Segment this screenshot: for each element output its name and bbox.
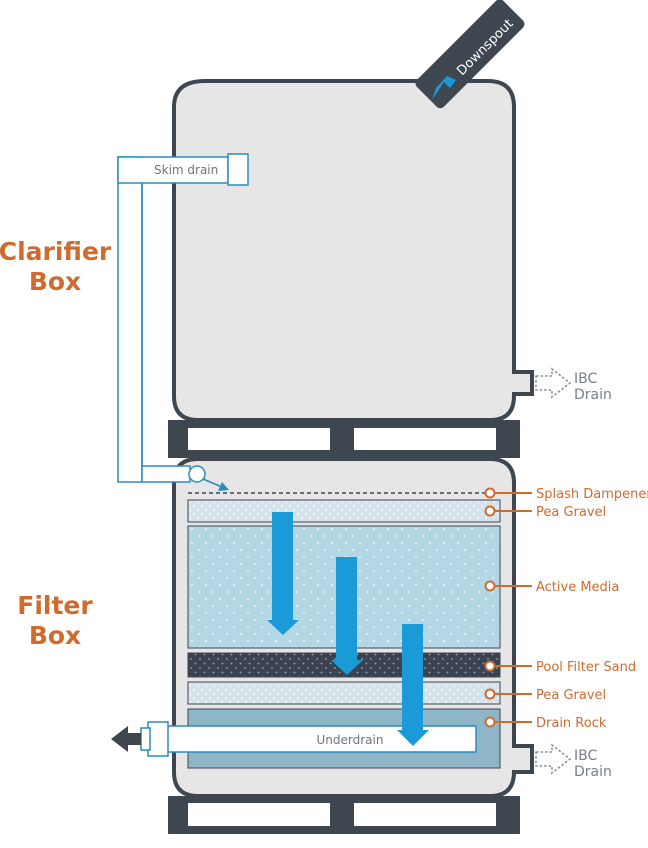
flow-arrows: [267, 512, 429, 746]
flow-arrow-icon: [331, 557, 363, 675]
skim-drain-pipe: Skim drain: [117, 153, 249, 491]
layer-label: Drain Rock: [536, 716, 607, 731]
ibc-drain-bottom: IBC Drain: [535, 743, 612, 780]
clarifier-box-title-line1: Clarifier: [0, 237, 112, 266]
ibc-drain-top-label-1: IBC: [574, 371, 597, 387]
callout-pea-gravel-top: Pea Gravel: [484, 505, 606, 520]
filter-box-title-line2: Box: [29, 621, 81, 650]
layer-label: Splash Dampener: [536, 487, 648, 502]
ibc-drain-top: IBC Drain: [535, 367, 612, 403]
skim-outflow-arrow-icon: [218, 482, 229, 491]
pea-gravel-layer-bottom: [187, 681, 501, 705]
flow-arrow-icon: [267, 512, 299, 635]
pallet-bottom: [168, 796, 520, 834]
layer-label: Pea Gravel: [536, 505, 606, 520]
downspout-flow-icon: [432, 76, 456, 100]
pea-gravel-layer-top: [187, 499, 501, 523]
underdrain-label: Underdrain: [317, 733, 384, 747]
underdrain-outlet-arrow-icon: [111, 726, 141, 752]
filter-box-title-line1: Filter: [17, 591, 93, 620]
layer-label: Active Media: [536, 580, 619, 595]
callout-splash-dampener: Splash Dampener: [484, 487, 648, 502]
flow-arrow-icon: [397, 624, 429, 746]
pallet-top: [168, 420, 520, 458]
callout-drain-rock: Drain Rock: [484, 716, 607, 731]
ibc-drain-bottom-label-2: Drain: [574, 764, 612, 780]
layer-callouts: Splash Dampener Pea Gravel Active Media …: [484, 487, 648, 731]
clarifier-box-title-line2: Box: [29, 267, 81, 296]
callout-pool-filter-sand: Pool Filter Sand: [484, 660, 636, 675]
clarifier-tank: [172, 79, 534, 422]
layer-label: Pea Gravel: [536, 688, 606, 703]
callout-pea-gravel-bottom: Pea Gravel: [484, 688, 606, 703]
layer-label: Pool Filter Sand: [536, 660, 636, 675]
skim-drain-label: Skim drain: [154, 163, 218, 177]
ibc-drain-top-label-2: Drain: [574, 387, 612, 403]
ibc-drain-bottom-label-1: IBC: [574, 748, 597, 764]
callout-active-media: Active Media: [484, 580, 619, 595]
drain-arrow-icon: [535, 367, 572, 399]
drain-arrow-icon: [535, 743, 572, 775]
